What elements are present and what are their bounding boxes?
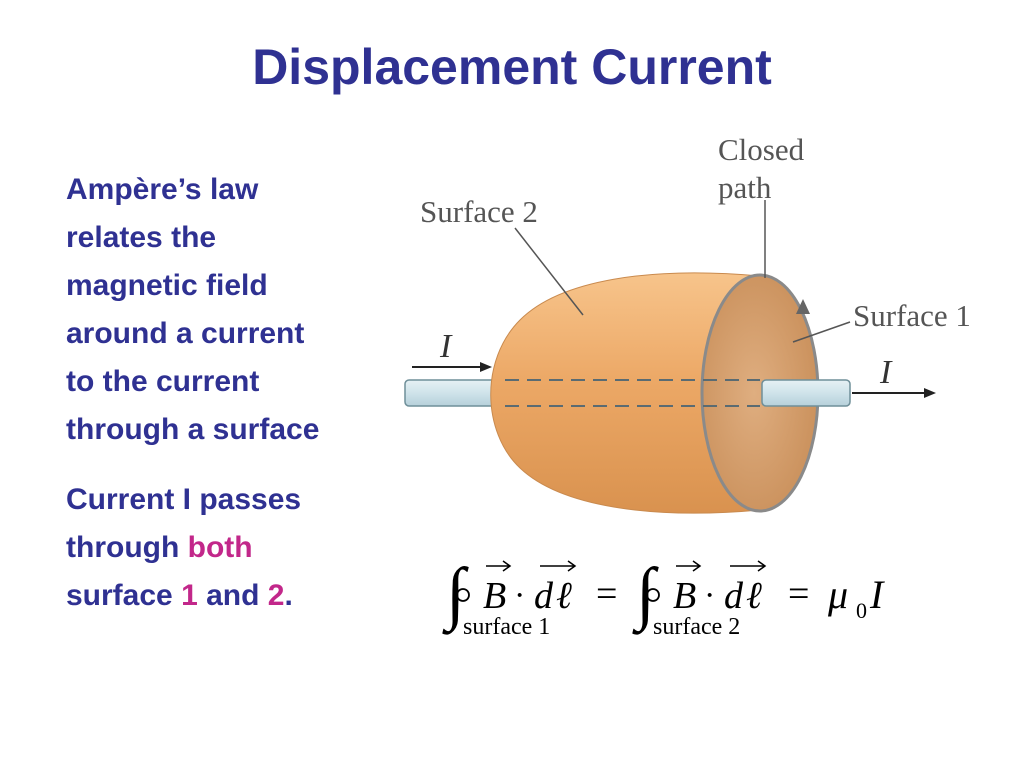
equals-sign: =: [788, 573, 809, 615]
right-wire: [761, 379, 851, 407]
vector-arrow: [486, 560, 512, 572]
current-label-right: I: [879, 354, 893, 391]
text-line: Current I passes: [66, 483, 302, 516]
current-arrowhead-right: [924, 388, 936, 398]
differential-d: d: [724, 575, 744, 617]
dot-operator: ·: [704, 577, 715, 614]
text-line: through both: [66, 524, 411, 572]
ampere-law-description: Ampère’s law relates the magnetic field …: [66, 166, 411, 454]
contour-circle: [456, 588, 470, 602]
text-line: to the current: [66, 365, 260, 398]
mu-symbol: μ: [827, 572, 848, 617]
surface-2-leader: [514, 227, 584, 316]
text-line: surface 1 and 2.: [66, 572, 411, 620]
vector-B: B: [483, 575, 506, 617]
vector-arrow: [730, 560, 767, 572]
contour-integral-sign: ∫: [632, 555, 659, 635]
closed-path-label: Closed: [718, 132, 805, 167]
slide-title: Displacement Current: [252, 39, 772, 95]
surface-2-label: Surface 2: [420, 194, 538, 229]
text-line: through a surface: [66, 413, 320, 446]
highlight-surface-1: 1: [181, 579, 198, 612]
integral-subscript-surface-2: surface 2: [653, 614, 740, 640]
highlight-surface-2: 2: [267, 579, 285, 612]
contour-circle: [646, 588, 660, 602]
highlight-both: both: [187, 531, 253, 564]
text-line: magnetic field: [66, 269, 268, 302]
current-passes-description: Current I passes through both surface 1 …: [66, 476, 411, 620]
ell: ℓ: [746, 575, 762, 617]
current-arrowhead-left: [480, 362, 492, 372]
text-span: surface: [66, 579, 182, 612]
text-line: relates the: [66, 221, 217, 254]
ampere-law-equation: ∫ B · d ℓ = surface 1 ∫ B · d ℓ = surfac…: [442, 555, 885, 640]
dot-operator: ·: [514, 577, 525, 614]
differential-d: d: [534, 575, 554, 617]
integral-subscript-surface-1: surface 1: [463, 614, 550, 640]
closed-path-direction-arrow: [796, 299, 810, 314]
ell: ℓ: [556, 575, 572, 617]
vector-arrow: [676, 560, 702, 572]
text-line: Ampère’s law: [66, 173, 259, 206]
vector-arrow: [540, 560, 577, 572]
surface-1-label: Surface 1: [853, 298, 971, 333]
surface-2-shape: [490, 272, 761, 514]
text-span: .: [284, 579, 293, 612]
equals-sign: =: [596, 573, 617, 615]
text-span: through: [66, 531, 188, 564]
surface-1-leader: [792, 321, 851, 343]
contour-integral-sign: ∫: [442, 555, 469, 635]
text-span: and: [197, 579, 268, 612]
text-line: around a current: [66, 317, 305, 350]
mu-subscript: 0: [856, 598, 867, 623]
current-label-left: I: [439, 328, 453, 365]
vector-B: B: [673, 575, 696, 617]
current-I: I: [869, 572, 885, 617]
closed-path-label: path: [718, 170, 772, 205]
left-wire: [404, 379, 506, 407]
